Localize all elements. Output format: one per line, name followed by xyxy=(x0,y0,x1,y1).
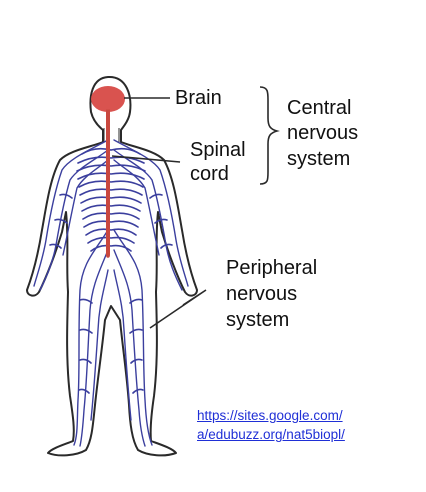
source-link-line1[interactable]: https://sites.google.com/ xyxy=(197,408,343,423)
pns-label-line2: nervous xyxy=(226,283,298,305)
neck-lines xyxy=(103,128,120,142)
body-outline xyxy=(26,75,198,457)
spinal-cord-label-line1: Spinal xyxy=(190,139,246,161)
spinal-cord-pointer-line xyxy=(111,155,181,163)
source-link-line2[interactable]: a/edubuzz.org/nat5biopl/ xyxy=(197,427,345,442)
peripheral-nerves xyxy=(33,139,189,447)
cns-label-line3: system xyxy=(287,148,351,170)
pns-label-line3: system xyxy=(226,309,290,331)
pns-label-line1: Peripheral xyxy=(226,257,318,279)
spinal-cord-shape xyxy=(106,109,110,258)
cns-label-line1: Central xyxy=(287,97,352,119)
spinal-cord-label-line2: cord xyxy=(190,163,229,185)
cns-brace xyxy=(259,86,280,185)
brain-label: Brain xyxy=(175,87,222,109)
pns-bracket xyxy=(149,289,207,329)
cns-label-line2: nervous xyxy=(287,122,359,144)
brain-shape xyxy=(91,86,125,112)
